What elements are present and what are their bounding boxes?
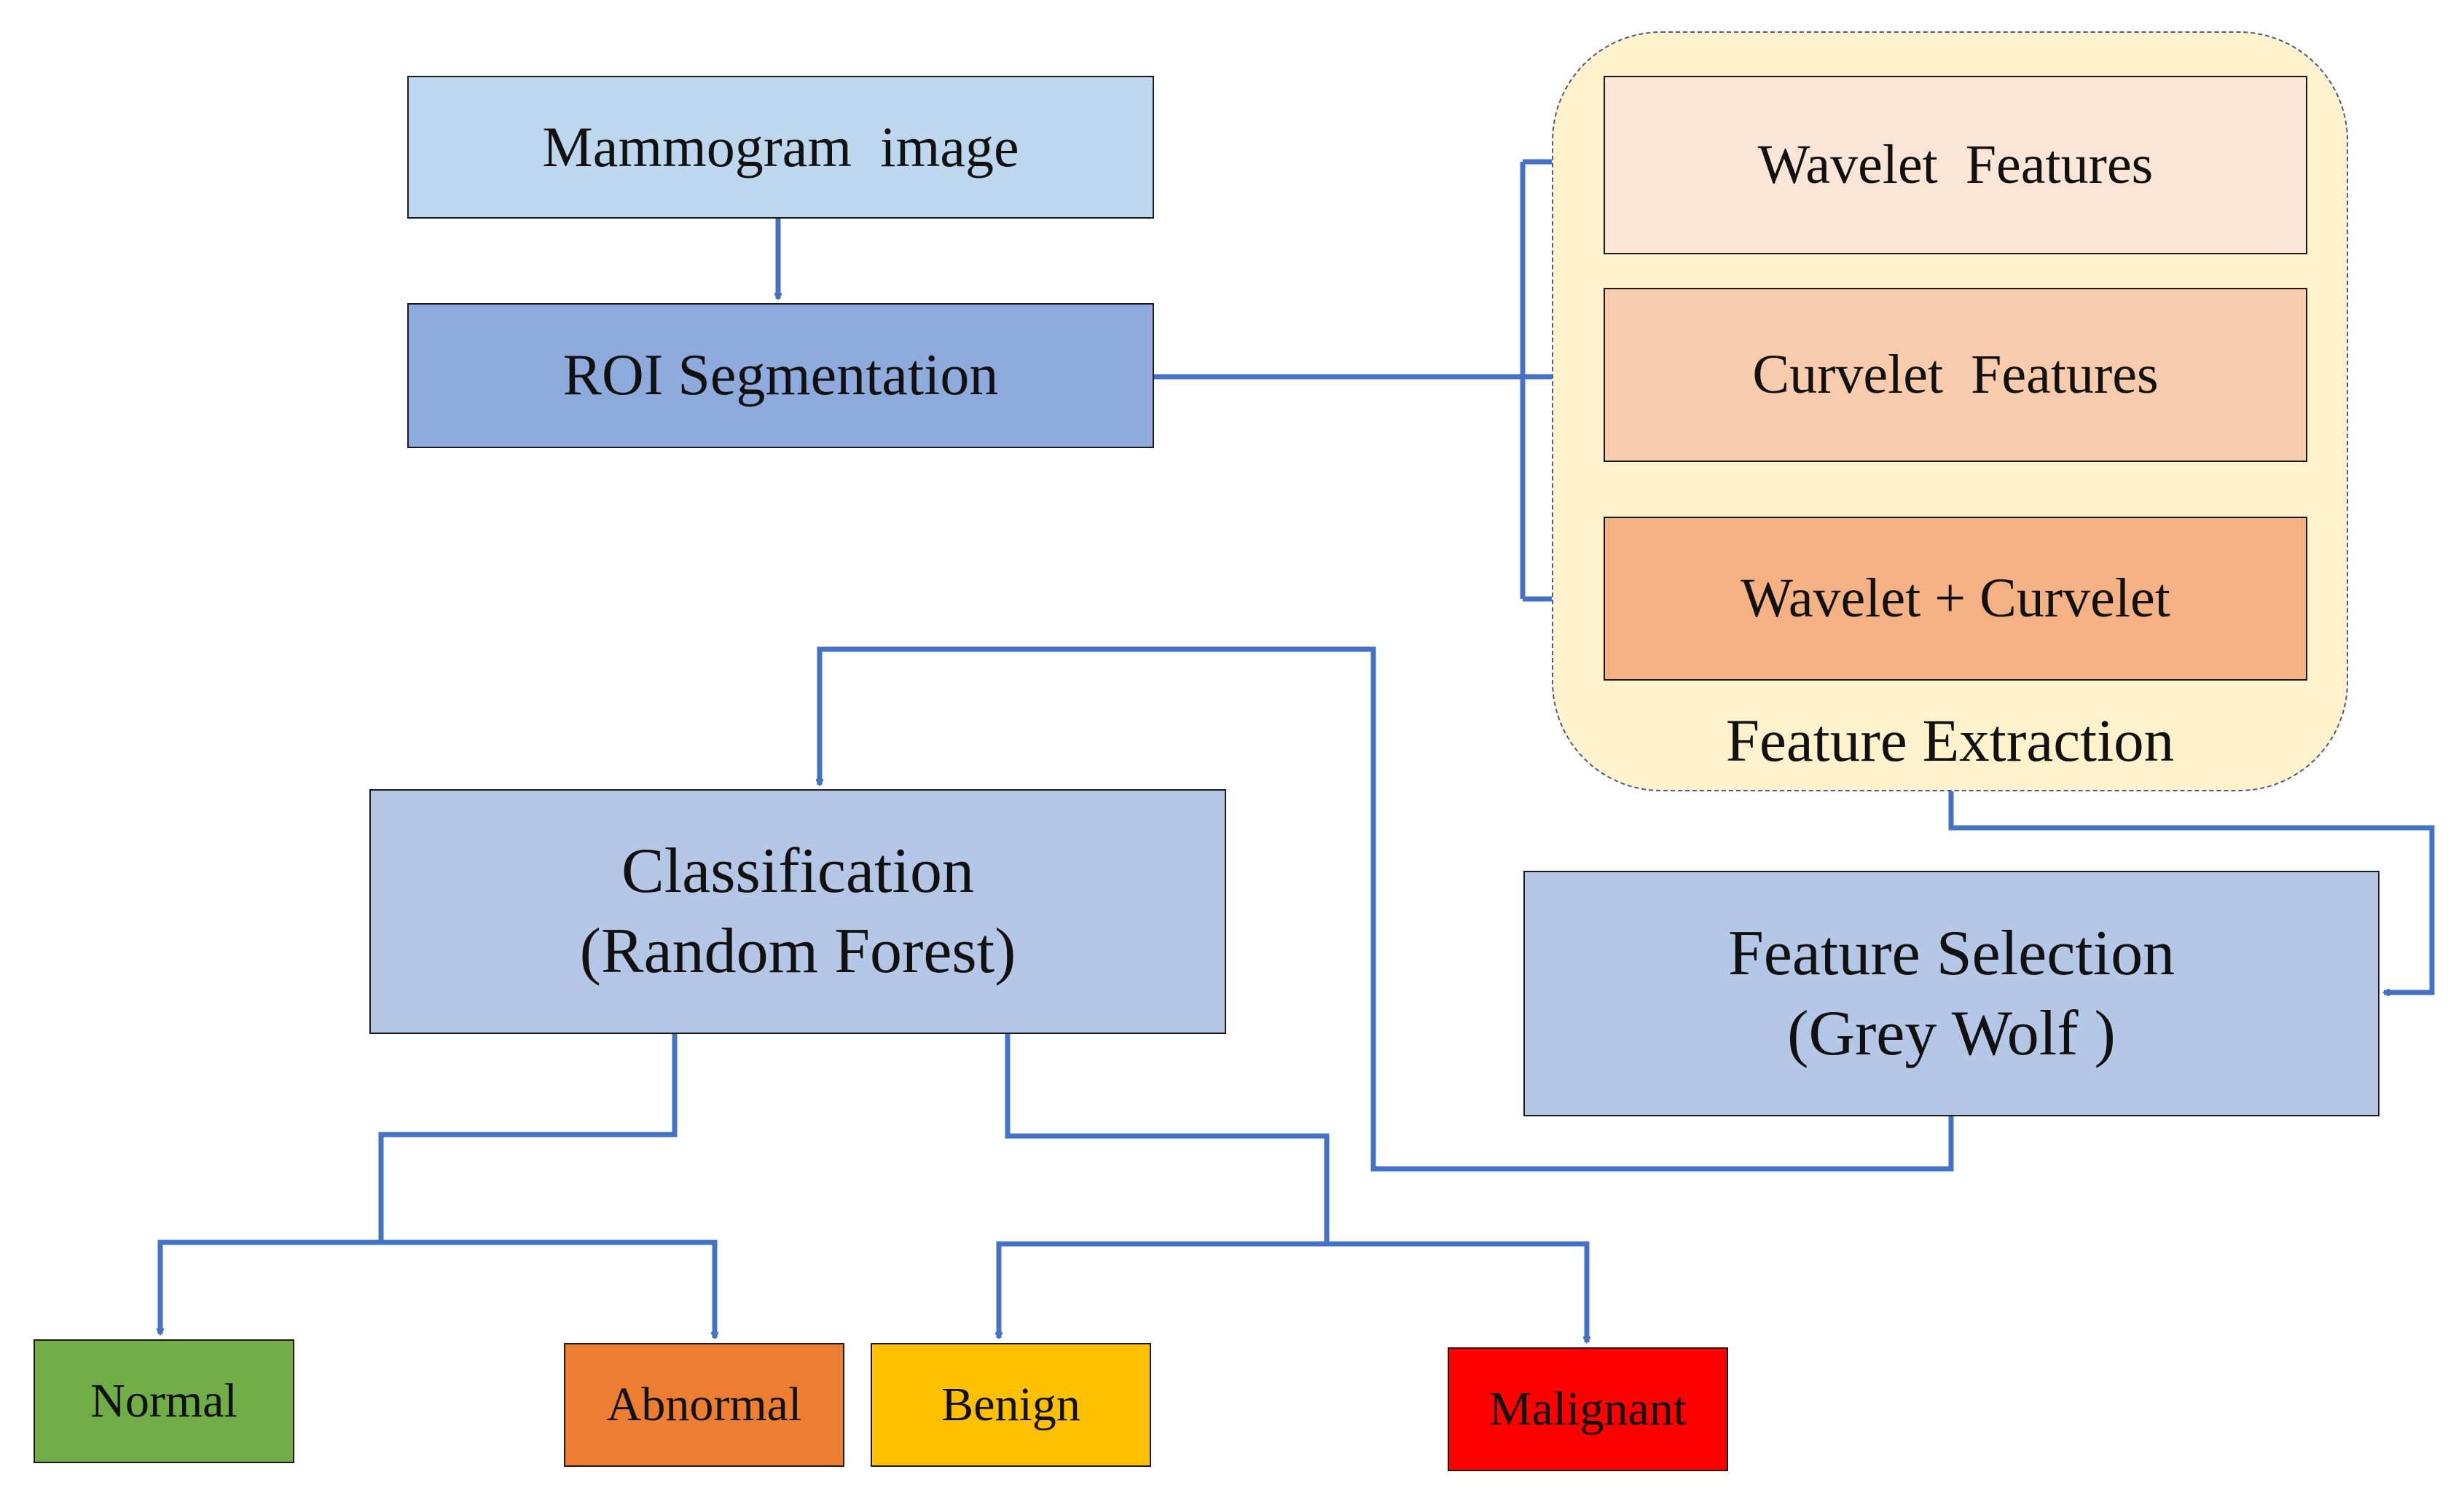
normal-box: Normal bbox=[34, 1339, 294, 1463]
connector-classification-normal-abnormal bbox=[378, 1034, 678, 1242]
classification-title: Classification bbox=[621, 836, 974, 906]
arrow-extraction-to-selection bbox=[1948, 791, 2435, 992]
benign-box: Benign bbox=[871, 1343, 1151, 1467]
wavelet-curvelet-label: Wavelet + Curvelet bbox=[1741, 568, 2170, 629]
malignant-label: Malignant bbox=[1488, 1382, 1687, 1436]
arrow-to-abnormal bbox=[381, 1239, 715, 1338]
arrow-to-normal bbox=[160, 1239, 381, 1334]
malignant-box: Malignant bbox=[1448, 1347, 1728, 1471]
wavelet-features-box: Wavelet Features bbox=[1604, 76, 2307, 254]
normal-label: Normal bbox=[90, 1374, 238, 1427]
classification-box: Classification (Random Forest) bbox=[369, 789, 1226, 1034]
roi-segmentation-box: ROI Segmentation bbox=[407, 303, 1154, 448]
mammogram-image-label: Mammogram image bbox=[542, 115, 1019, 179]
roi-segmentation-label: ROI Segmentation bbox=[562, 343, 999, 407]
benign-label: Benign bbox=[941, 1378, 1080, 1431]
curvelet-features-box: Curvelet Features bbox=[1604, 288, 2307, 462]
classification-method: (Random Forest) bbox=[579, 916, 1016, 987]
connector-classification-benign-malignant bbox=[1005, 1034, 1330, 1244]
wavelet-curvelet-box: Wavelet + Curvelet bbox=[1604, 517, 2307, 681]
feature-selection-title: Feature Selection bbox=[1727, 917, 2175, 989]
curvelet-features-label: Curvelet Features bbox=[1752, 344, 2159, 405]
arrow-selection-to-classification bbox=[820, 646, 1954, 1172]
feature-selection-box: Feature Selection (Grey Wolf ) bbox=[1523, 871, 2379, 1116]
feature-selection-method: (Grey Wolf ) bbox=[1787, 998, 2116, 1069]
arrow-to-benign bbox=[999, 1241, 1327, 1338]
abnormal-box: Abnormal bbox=[564, 1343, 844, 1467]
wavelet-features-label: Wavelet Features bbox=[1757, 134, 2154, 195]
arrow-to-malignant bbox=[1327, 1241, 1587, 1342]
abnormal-label: Abnormal bbox=[606, 1378, 802, 1431]
mammogram-image-box: Mammogram image bbox=[407, 76, 1154, 219]
feature-extraction-label: Feature Extraction bbox=[1725, 707, 2175, 774]
